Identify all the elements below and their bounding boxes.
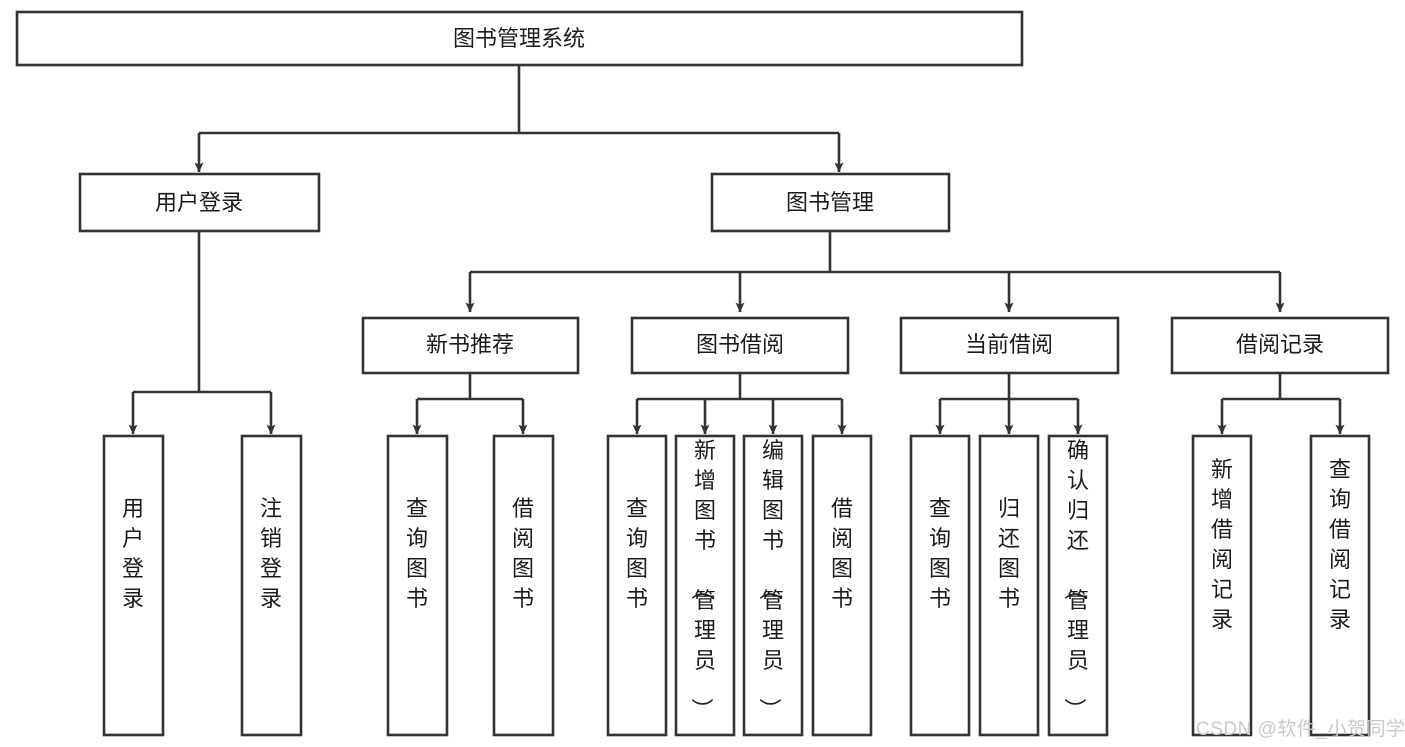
node-borrow-record-box[interactable] [1170, 316, 1390, 375]
node-leaf-borrow-book-1-box[interactable] [492, 434, 555, 737]
node-leaf-query-book-3-label: 查询图书 [929, 496, 951, 611]
node-leaf-query-book-1-box[interactable] [386, 434, 449, 737]
node-leaf-query-record-box[interactable] [1309, 434, 1371, 737]
node-book-borrow-box[interactable] [630, 316, 850, 375]
connectors-book-borrow-to-leaves [632, 373, 847, 435]
node-leaf-user-login-box[interactable] [102, 434, 165, 737]
node-leaf-add-book-label: 新增图书（管理员） [689, 438, 716, 720]
node-user-login[interactable]: 用户登录 [78, 172, 321, 233]
node-leaf-query-book-1-label: 查询图书 [406, 496, 428, 611]
connectors-book-manage-to-level3 [465, 231, 1285, 313]
node-leaf-query-book-2[interactable]: 查询图书 [606, 434, 668, 737]
node-leaf-user-login-label: 用户登录 [122, 496, 144, 611]
node-leaf-add-record-label: 新增借阅记录 [1211, 457, 1233, 632]
node-leaf-add-record-box[interactable] [1191, 434, 1253, 737]
node-leaf-add-book-box[interactable] [674, 434, 736, 737]
node-book-manage-box[interactable] [710, 172, 951, 233]
node-leaf-return-book[interactable]: 归还图书 [978, 434, 1040, 737]
node-leaf-return-book-box[interactable] [978, 434, 1040, 737]
node-leaf-user-login[interactable]: 用户登录 [102, 434, 165, 737]
csdn-watermark: CSDN @软件_小贺同学 [1196, 718, 1405, 740]
node-borrow-record[interactable]: 借阅记录 [1170, 316, 1390, 375]
node-leaf-confirm-return-box[interactable] [1047, 434, 1109, 737]
node-root-label: 图书管理系统 [453, 26, 585, 51]
connectors-root-to-level2 [194, 65, 844, 173]
node-leaf-query-book-2-box[interactable] [606, 434, 668, 737]
node-leaf-query-record-label: 查询借阅记录 [1329, 457, 1351, 632]
node-leaf-confirm-return-label: 确认归还（管理员） [1062, 438, 1089, 720]
node-new-book-recommend[interactable]: 新书推荐 [361, 316, 580, 375]
connectors-borrow-record-to-leaves [1217, 373, 1345, 435]
node-leaf-query-book-2-label: 查询图书 [626, 496, 648, 611]
node-book-borrow-label: 图书借阅 [696, 332, 784, 357]
connectors-new-book-recommend-to-leaves [412, 373, 528, 435]
connectors-user-login-to-leaves [128, 231, 276, 435]
node-leaf-confirm-return[interactable]: 确认归还（管理员） [1047, 434, 1109, 737]
node-leaf-user-logout-box[interactable] [240, 434, 303, 737]
node-leaf-edit-book-label: 编辑图书（管理员） [757, 438, 784, 720]
node-new-book-recommend-box[interactable] [361, 316, 580, 375]
node-leaf-borrow-book-1[interactable]: 借阅图书 [492, 434, 555, 737]
node-leaf-borrow-book-2-box[interactable] [811, 434, 873, 737]
node-leaf-return-book-label: 归还图书 [998, 496, 1020, 611]
node-user-login-label: 用户登录 [155, 190, 243, 215]
node-leaf-borrow-book-2[interactable]: 借阅图书 [811, 434, 873, 737]
node-leaf-edit-book-box[interactable] [742, 434, 804, 737]
node-new-book-recommend-label: 新书推荐 [426, 332, 514, 357]
node-leaf-user-logout-label: 注销登录 [260, 496, 282, 611]
node-leaf-add-record[interactable]: 新增借阅记录 [1191, 434, 1253, 737]
node-leaf-query-book-3-box[interactable] [909, 434, 971, 737]
node-leaf-borrow-book-1-label: 借阅图书 [512, 496, 534, 611]
node-book-manage-label: 图书管理 [786, 190, 874, 215]
node-leaf-query-book-1[interactable]: 查询图书 [386, 434, 449, 737]
node-book-borrow[interactable]: 图书借阅 [630, 316, 850, 375]
node-current-borrow-box[interactable] [899, 316, 1120, 375]
connectors-current-borrow-to-leaves [935, 373, 1083, 435]
node-current-borrow-label: 当前借阅 [965, 332, 1053, 357]
node-leaf-query-record[interactable]: 查询借阅记录 [1309, 434, 1371, 737]
node-borrow-record-label: 借阅记录 [1236, 332, 1324, 357]
node-leaf-query-book-3[interactable]: 查询图书 [909, 434, 971, 737]
node-leaf-add-book[interactable]: 新增图书（管理员） [674, 434, 736, 737]
node-root-box[interactable] [15, 10, 1024, 67]
node-book-manage[interactable]: 图书管理 [710, 172, 951, 233]
node-user-login-box[interactable] [78, 172, 321, 233]
node-root[interactable]: 图书管理系统 [15, 10, 1024, 67]
node-leaf-edit-book[interactable]: 编辑图书（管理员） [742, 434, 804, 737]
node-leaf-user-logout[interactable]: 注销登录 [240, 434, 303, 737]
node-leaf-borrow-book-2-label: 借阅图书 [831, 496, 853, 611]
node-current-borrow[interactable]: 当前借阅 [899, 316, 1120, 375]
